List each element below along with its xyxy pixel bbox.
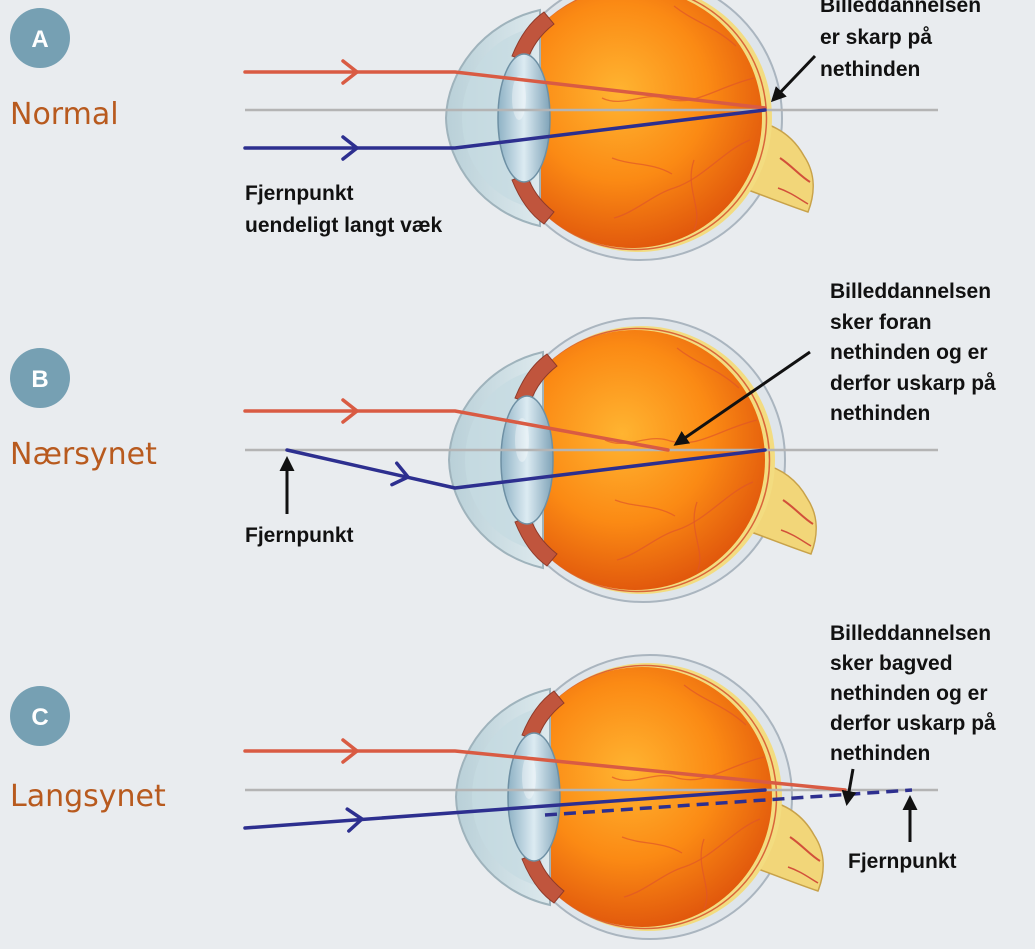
far-point-label: Fjernpunkt: [245, 182, 354, 205]
eye-illustration: [456, 655, 823, 939]
badge-letter: C: [31, 704, 48, 731]
panel-normal: A Normal Fjernpunkt uendeligt langt væk …: [10, 0, 981, 260]
annotation-line: Billeddannelsen: [830, 622, 991, 645]
eye-illustration: [446, 0, 813, 260]
annotation-line: nethinden: [820, 58, 920, 81]
annotation-line: nethinden: [830, 742, 930, 765]
panel-nearsighted: B Nærsynet Fjernpunkt Billeddannelsen sk…: [10, 280, 996, 602]
annotation-line: nethinden og er: [830, 682, 988, 705]
annotation-line: nethinden og er: [830, 341, 988, 364]
far-point-label: Fjernpunkt: [245, 524, 354, 547]
panel-title: Normal: [10, 97, 119, 132]
badge-letter: B: [31, 366, 48, 393]
pointer-arrow-icon: [847, 769, 853, 803]
badge-letter: A: [31, 26, 48, 53]
annotation-line: er skarp på: [820, 26, 932, 49]
panel-farsighted: C Langsynet Billeddannelsen sker bagved …: [10, 622, 996, 939]
annotation-line: derfor uskarp på: [830, 372, 996, 395]
panel-title: Langsynet: [10, 779, 166, 814]
pointer-arrow-icon: [773, 56, 815, 100]
far-point-label: uendeligt langt væk: [245, 214, 443, 237]
annotation-line: sker foran: [830, 311, 932, 334]
annotation-line: nethinden: [830, 402, 930, 425]
annotation-line: sker bagved: [830, 652, 953, 675]
far-point-label: Fjernpunkt: [848, 850, 957, 873]
annotation-line: Billeddannelsen: [830, 280, 991, 303]
panel-title: Nærsynet: [10, 437, 157, 472]
eye-illustration: [449, 318, 816, 602]
annotation-line: derfor uskarp på: [830, 712, 996, 735]
annotation-line: Billeddannelsen: [820, 0, 981, 17]
